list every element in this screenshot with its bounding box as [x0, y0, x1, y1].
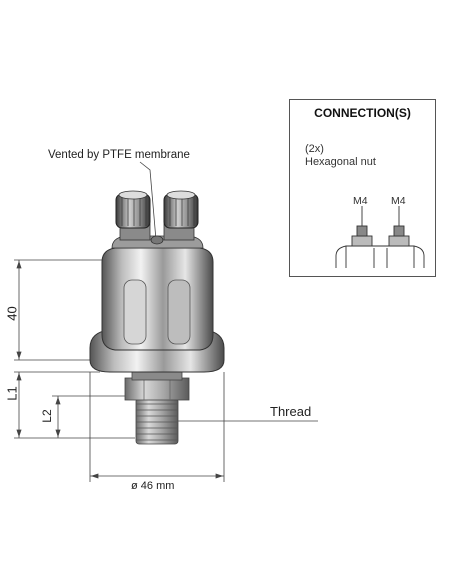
connection-quantity: (2x): [305, 143, 324, 155]
diameter-label: ø 46 mm: [131, 480, 175, 492]
dimension-diameter: [89, 372, 225, 482]
thread-label: Thread: [270, 404, 312, 419]
connection-type: Hexagonal nut: [305, 156, 376, 168]
dimension-height-label: 40: [4, 306, 20, 321]
connection-box: CONNECTION(S) (2x) Hexagonal nut M4 M4: [289, 99, 436, 277]
vented-leader: [139, 161, 157, 241]
terminal-b-label: M4: [391, 195, 406, 207]
dimension-l1: [14, 371, 135, 439]
connection-title: CONNECTION(S): [314, 106, 411, 120]
dimension-l2: [52, 395, 135, 438]
pressure-sensor: [89, 190, 225, 445]
dimension-l1-label: L1: [4, 386, 20, 401]
connection-terminal-sketch: [335, 206, 425, 268]
terminal-a-label: M4: [353, 195, 368, 207]
vented-label: Vented by PTFE membrane: [48, 149, 190, 161]
dimension-l2-label: L2: [40, 409, 54, 423]
